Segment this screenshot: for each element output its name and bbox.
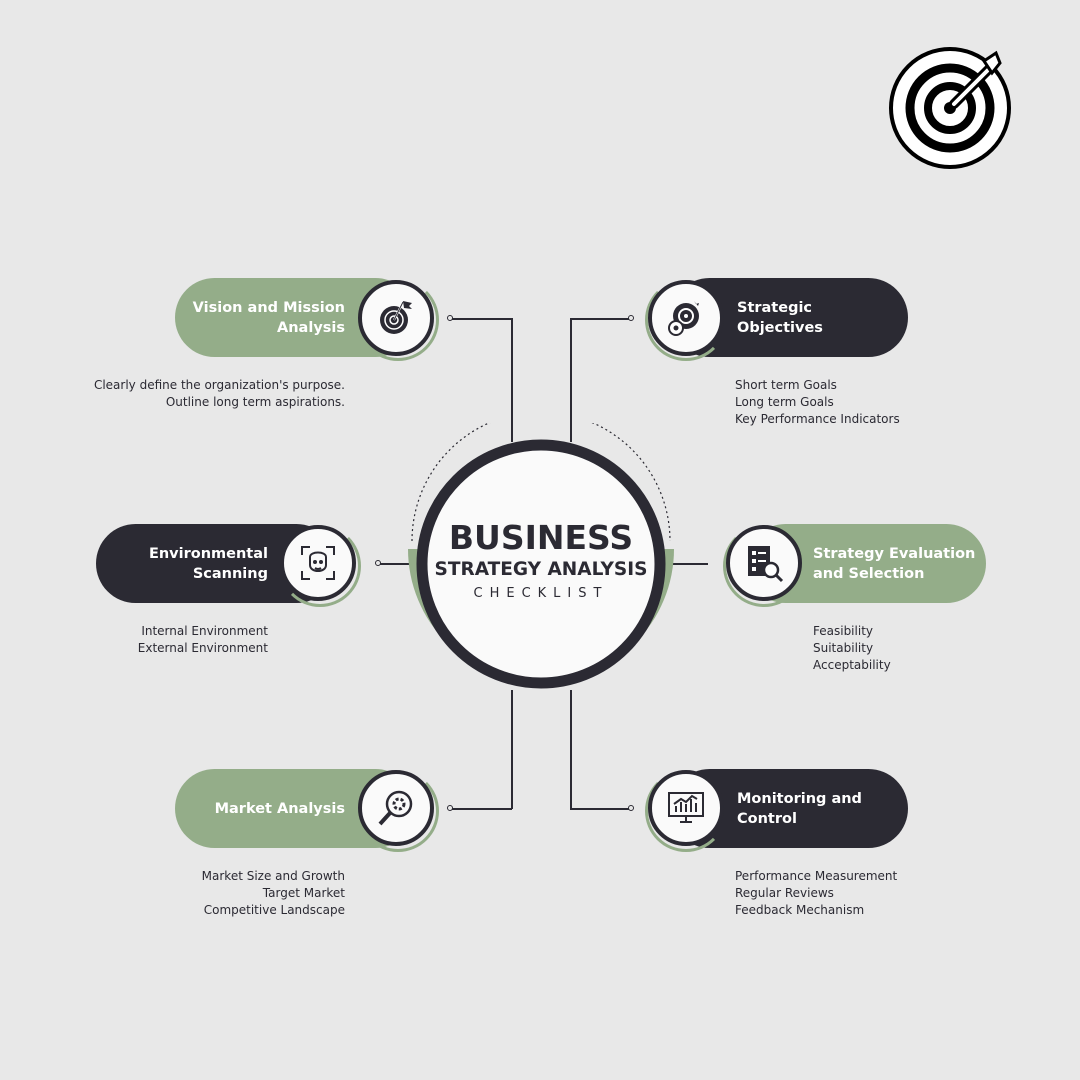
connector-line [511, 318, 513, 442]
connector-line [672, 563, 708, 565]
text-label: Market Analysis [214, 800, 345, 817]
text-label: Short term Goals [735, 378, 837, 392]
text-label: Monitoring and [737, 790, 862, 807]
icon-ring-accent [279, 525, 361, 607]
text-label: Strategy Evaluation [813, 545, 976, 562]
text-label: Objectives [737, 319, 823, 336]
connector-line [570, 318, 572, 442]
text-label: and Selection [813, 565, 925, 582]
target-arrow-icon [889, 47, 1011, 169]
text-label: Internal Environment [141, 624, 268, 638]
connector-line [380, 563, 412, 565]
title-business: BUSINESS [448, 518, 634, 557]
text-label: Scanning [192, 565, 268, 582]
connector-line [452, 808, 512, 810]
text-label: Suitability [813, 641, 874, 655]
center-title: BUSINESS STRATEGY ANALYSIS CHECKLIST [418, 518, 664, 604]
text-label: Environmental [148, 545, 268, 562]
connector-line [452, 318, 512, 320]
icon-ring-accent [645, 770, 727, 852]
center-decoration [408, 423, 674, 689]
connector-line [570, 690, 572, 809]
text-label: Analysis [277, 319, 345, 336]
connector-line [570, 808, 630, 810]
target-flag-icon [358, 280, 434, 356]
icon-ring-accent [357, 279, 439, 361]
connector-dot [628, 315, 634, 321]
desc-vision: Clearly define the organization's purpos… [40, 377, 345, 411]
text-label: Target Market [262, 886, 345, 900]
target-gear-icon [648, 280, 724, 356]
title-checklist: CHECKLIST [473, 586, 609, 601]
connector-line [511, 690, 513, 809]
text-label: Market Size and Growth [201, 869, 345, 883]
connector-dot [447, 805, 453, 811]
text-label: Key Performance Indicators [735, 412, 900, 426]
connector-dot [375, 560, 381, 566]
text-label: Control [737, 810, 797, 827]
text-label: Feasibility [813, 624, 873, 638]
text-label: Regular Reviews [735, 886, 834, 900]
icon-ring-accent [645, 279, 727, 361]
text-label: Clearly define the organization's purpos… [93, 378, 345, 392]
text-label: Outline long term aspirations. [165, 395, 345, 409]
text-label: Competitive Landscape [203, 903, 345, 917]
text-label: Vision and Mission [192, 299, 345, 316]
search-gear-icon [358, 770, 434, 846]
text-label: Acceptability [813, 658, 891, 672]
monitor-chart-icon [648, 770, 724, 846]
connector-line [570, 318, 630, 320]
text-label: External Environment [137, 641, 268, 655]
text-label: Performance Measurement [735, 869, 898, 883]
checklist-search-icon [726, 525, 802, 601]
face-scan-icon [280, 525, 356, 601]
title-strategy: STRATEGY ANALYSIS [434, 559, 648, 580]
text-label: Strategic [737, 299, 813, 316]
connector-dot [628, 805, 634, 811]
text-label: Long term Goals [735, 395, 834, 409]
icon-ring-accent [723, 525, 805, 607]
text-label: Feedback Mechanism [735, 903, 865, 917]
icon-ring-accent [357, 770, 439, 852]
connector-dot [447, 315, 453, 321]
